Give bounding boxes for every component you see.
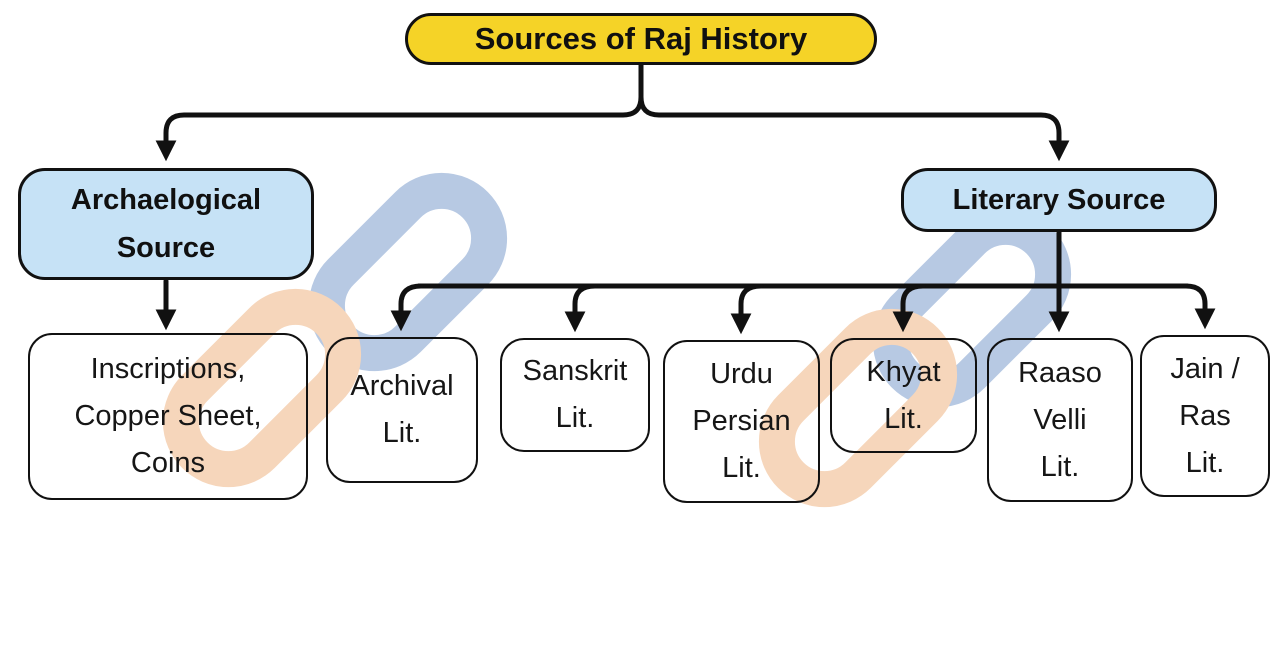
node-archaeological-source: Archaelogical Source xyxy=(18,168,314,280)
edge-drop-urdu xyxy=(730,283,764,335)
node-urdu-persian-lit: Urdu Persian Lit. xyxy=(663,340,820,503)
node-sources-of-raj-history: Sources of Raj History xyxy=(405,13,877,65)
node-raaso-velli-lit: Raaso Velli Lit. xyxy=(987,338,1133,502)
edge-root-literary xyxy=(638,60,1070,162)
edge-drop-jain xyxy=(1183,283,1216,330)
node-sanskrit-lit: Sanskrit Lit. xyxy=(500,338,650,452)
node-inscriptions-copper-coins: Inscriptions, Copper Sheet, Coins xyxy=(28,333,308,500)
edge-root-archaeological xyxy=(155,60,644,162)
node-khyat-lit: Khyat Lit. xyxy=(830,338,977,453)
edge-drop-archival xyxy=(390,283,424,332)
node-literary-source: Literary Source xyxy=(901,168,1217,232)
node-jain-ras-lit: Jain / Ras Lit. xyxy=(1140,335,1270,497)
node-archival-lit: Archival Lit. xyxy=(326,337,478,483)
edge-drop-khyat xyxy=(892,283,926,333)
edge-drop-sanskrit xyxy=(564,283,598,333)
